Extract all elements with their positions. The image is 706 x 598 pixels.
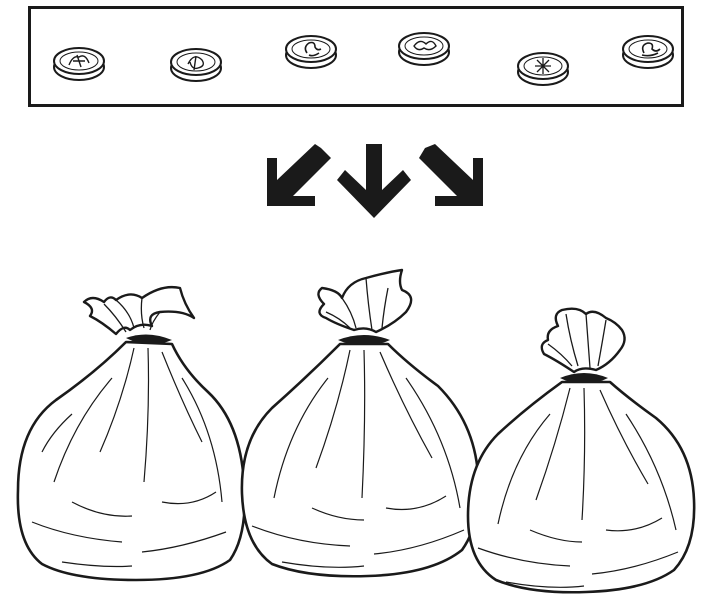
money-bag-right [466,304,698,594]
coin-icon [283,31,339,71]
arrow-down-icon [337,144,411,218]
money-bag-middle [238,268,484,578]
coin-icon [396,28,452,68]
coin-icon [620,31,676,71]
coin-icon [168,44,224,84]
coin-icon [51,43,107,83]
arrow-down-left-icon [267,144,331,206]
arrows-group [255,140,495,222]
arrow-down-right-icon [419,144,483,206]
money-bag-left [12,282,252,582]
coin-icon [515,48,571,88]
coin-tray [28,6,684,107]
